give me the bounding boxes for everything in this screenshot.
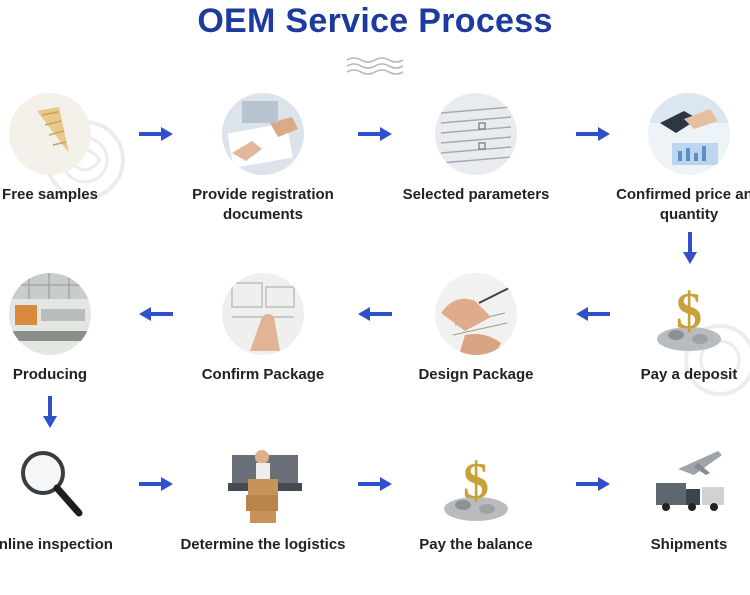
- arrow-right-icon: [576, 127, 610, 141]
- dollar-coins-icon: $: [444, 453, 508, 521]
- arrow-left-icon: [358, 307, 392, 321]
- step-free-samples: Free samples: [0, 93, 140, 205]
- step-label: Confirmed price and quantity: [616, 186, 750, 223]
- arrow-right-icon: [139, 477, 173, 491]
- step-confirmed-price-and-quantity: Confirmed price and quantity: [599, 93, 750, 225]
- step-label: Free samples: [2, 186, 98, 203]
- factory-line-icon: [9, 273, 91, 355]
- step-design-package: Design Package: [386, 273, 566, 385]
- step-label: Pay the balance: [419, 536, 533, 553]
- step-label: Shipments: [650, 536, 728, 553]
- form-document-icon: [435, 93, 517, 175]
- step-pay-the-balance: $ Pay the balance: [386, 443, 566, 555]
- step-pay-a-deposit: $ Pay a deposit: [599, 273, 750, 385]
- arrow-down-icon: [683, 232, 697, 264]
- delivery-truck-icon: [228, 450, 302, 523]
- step-label: Producing: [12, 366, 88, 383]
- arrow-right-icon: [576, 477, 610, 491]
- step-determine-the-logistics: Determine the logistics: [173, 443, 353, 555]
- handshake-chart-icon: [648, 93, 730, 175]
- svg-text:$: $: [463, 453, 489, 510]
- step-label: Provide registration documents: [192, 186, 334, 223]
- step-label: Determine the logistics: [180, 536, 346, 553]
- step-label: Online inspection: [0, 536, 113, 553]
- arrow-left-icon: [576, 307, 610, 321]
- wave-divider-icon: [346, 57, 404, 75]
- step-selected-parameters: Selected parameters: [386, 93, 566, 205]
- arrow-right-icon: [139, 127, 173, 141]
- ice-cream-cone-icon: [9, 93, 91, 175]
- svg-text:$: $: [676, 283, 702, 340]
- step-label: Design Package: [418, 366, 534, 383]
- arrow-right-icon: [358, 127, 392, 141]
- magnifier-icon: [21, 451, 83, 517]
- step-producing: Producing: [0, 273, 140, 385]
- arrow-down-icon: [43, 396, 57, 428]
- step-provide-registration-documents: Provide registration documents: [173, 93, 353, 225]
- plane-truck-icon: [656, 451, 724, 511]
- step-label: Confirm Package: [201, 366, 325, 383]
- step-online-inspection: Online inspection: [0, 443, 140, 555]
- package-sketch-icon: [222, 273, 304, 355]
- page-title: OEM Service Process: [197, 2, 553, 40]
- dollar-coins-icon: $: [657, 283, 721, 351]
- step-label: Pay a deposit: [640, 366, 738, 383]
- step-shipments: Shipments: [599, 443, 750, 555]
- step-label: Selected parameters: [402, 186, 550, 203]
- arrow-right-icon: [358, 477, 392, 491]
- arrow-left-icon: [139, 307, 173, 321]
- design-drawing-icon: [435, 273, 517, 355]
- documents-handshake-icon: [222, 93, 304, 175]
- step-confirm-package: Confirm Package: [173, 273, 353, 385]
